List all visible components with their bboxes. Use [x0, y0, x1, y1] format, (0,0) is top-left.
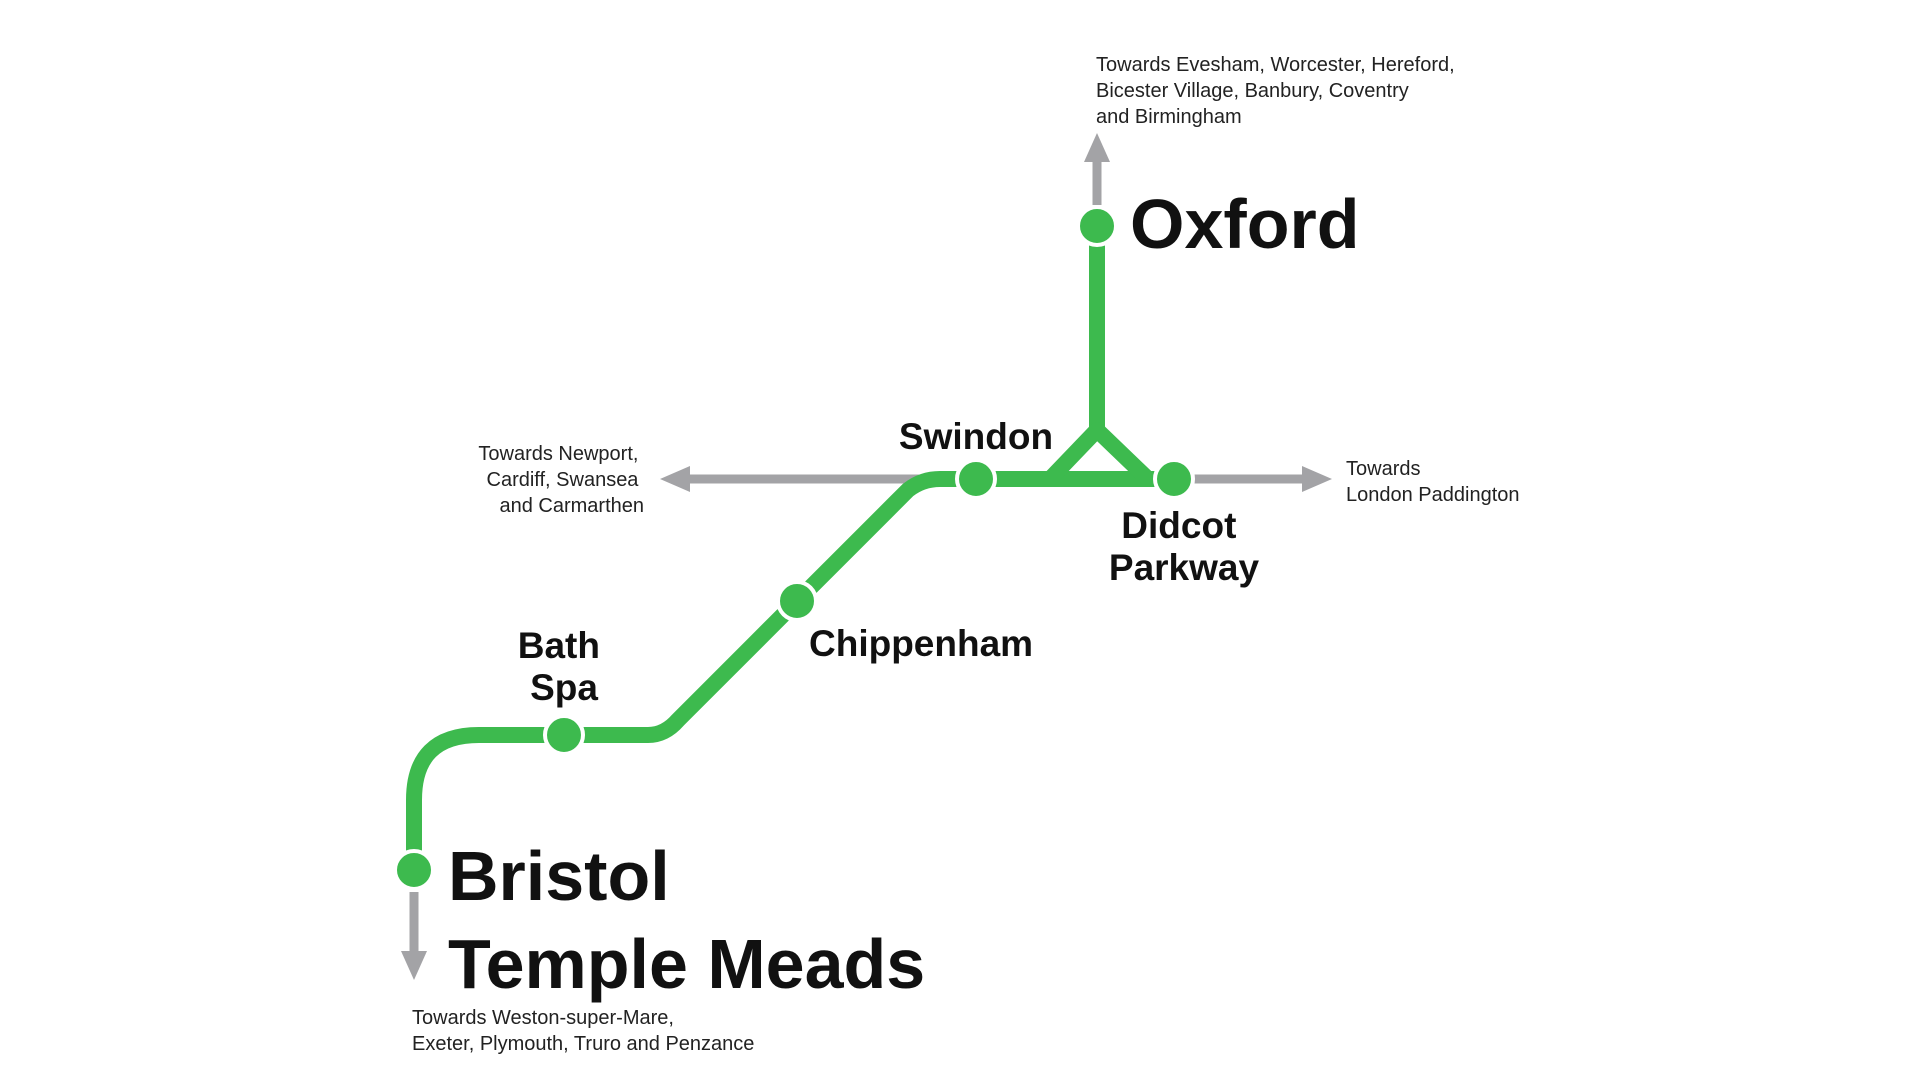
- station-marker-oxford[interactable]: [1076, 205, 1118, 247]
- station-marker-swindon[interactable]: [955, 458, 997, 500]
- destination-south: Towards Weston-super-Mare, Exeter, Plymo…: [412, 1007, 754, 1055]
- station-markers: [393, 205, 1195, 891]
- destination-north: Towards Evesham, Worcester, Hereford, Bi…: [1096, 54, 1460, 128]
- station-label-bristol-temple-meads[interactable]: Bristol Temple Meads: [448, 837, 925, 1003]
- arrowhead-south: [401, 951, 427, 980]
- station-marker-didcot-parkway[interactable]: [1153, 458, 1195, 500]
- destination-west: Towards Newport, Cardiff, Swansea and Ca…: [478, 443, 644, 517]
- station-label-swindon[interactable]: Swindon: [899, 416, 1053, 457]
- station-marker-chippenham[interactable]: [776, 580, 818, 622]
- station-label-oxford[interactable]: Oxford: [1130, 185, 1359, 263]
- station-label-bath-spa[interactable]: Bath Spa: [518, 625, 611, 708]
- destination-east: Towards London Paddington: [1346, 458, 1520, 506]
- station-marker-bath-spa[interactable]: [543, 714, 585, 756]
- arrowhead-north: [1084, 133, 1110, 162]
- route-main-line: [406, 471, 1182, 878]
- route-triangle-junction: [1042, 422, 1156, 487]
- station-label-chippenham[interactable]: Chippenham: [809, 623, 1033, 664]
- route-line: [406, 218, 1182, 878]
- continuation-arrows: [401, 133, 1332, 980]
- arrowhead-west: [660, 466, 690, 492]
- destination-notes: Towards Evesham, Worcester, Hereford, Bi…: [412, 54, 1520, 1055]
- arrowhead-east: [1302, 466, 1332, 492]
- station-marker-bristol[interactable]: [393, 849, 435, 891]
- station-label-didcot-parkway[interactable]: Didcot Parkway: [1109, 505, 1260, 588]
- station-labels: Oxford Swindon Didcot Parkway Chippenham…: [448, 185, 1359, 1003]
